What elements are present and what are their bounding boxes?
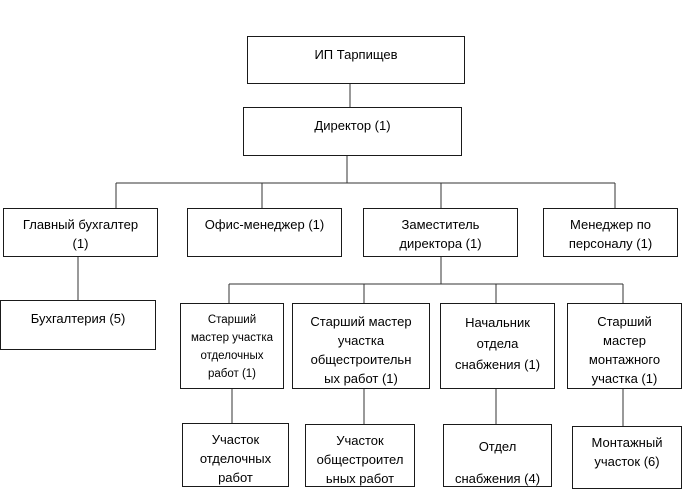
node-head-supply-label: Начальник отдела снабжения (1) [454, 315, 541, 372]
node-accounting: Бухгалтерия (5) [0, 300, 156, 350]
node-director: Директор (1) [243, 107, 462, 156]
node-section-mounting-label: Монтажный участок (6) [591, 435, 663, 469]
node-office-manager-label: Офис-менеджер (1) [204, 217, 325, 232]
node-master-mounting: Старший мастер монтажного участка (1) [567, 303, 682, 389]
node-chief-accountant: Главный бухгалтер (1) [3, 208, 158, 257]
node-accounting-label: Бухгалтерия (5) [30, 311, 126, 326]
node-master-finishing-label: Старший мастер участка отделочных работ … [190, 314, 273, 380]
node-master-construction-label: Старший мастер участка общестроительн ых… [310, 314, 412, 386]
node-owner-label: ИП Тарпищев [314, 47, 398, 62]
node-director-label: Директор (1) [314, 118, 391, 133]
node-section-finishing-label: Участок отделочных работ [199, 432, 272, 485]
node-section-finishing: Участок отделочных работ [182, 423, 289, 487]
node-owner: ИП Тарпищев [247, 36, 465, 84]
node-hr-manager: Менеджер по персоналу (1) [543, 208, 678, 257]
node-deputy-director: Заместитель директора (1) [363, 208, 518, 257]
node-section-mounting: Монтажный участок (6) [572, 426, 682, 489]
node-dept-supply-label: Отдел снабжения (4) [454, 439, 541, 486]
node-dept-supply: Отдел снабжения (4) [443, 424, 552, 487]
node-section-construction: Участок общестроител ьных работ [305, 424, 415, 487]
node-master-mounting-label: Старший мастер монтажного участка (1) [588, 314, 661, 386]
node-head-supply: Начальник отдела снабжения (1) [440, 303, 555, 389]
node-section-construction-label: Участок общестроител ьных работ [316, 433, 404, 486]
node-deputy-director-label: Заместитель директора (1) [399, 217, 482, 251]
node-master-construction: Старший мастер участка общестроительн ых… [292, 303, 430, 389]
node-master-finishing: Старший мастер участка отделочных работ … [180, 303, 284, 389]
node-hr-manager-label: Менеджер по персоналу (1) [568, 217, 653, 251]
node-office-manager: Офис-менеджер (1) [187, 208, 342, 257]
node-chief-accountant-label: Главный бухгалтер (1) [22, 217, 139, 251]
